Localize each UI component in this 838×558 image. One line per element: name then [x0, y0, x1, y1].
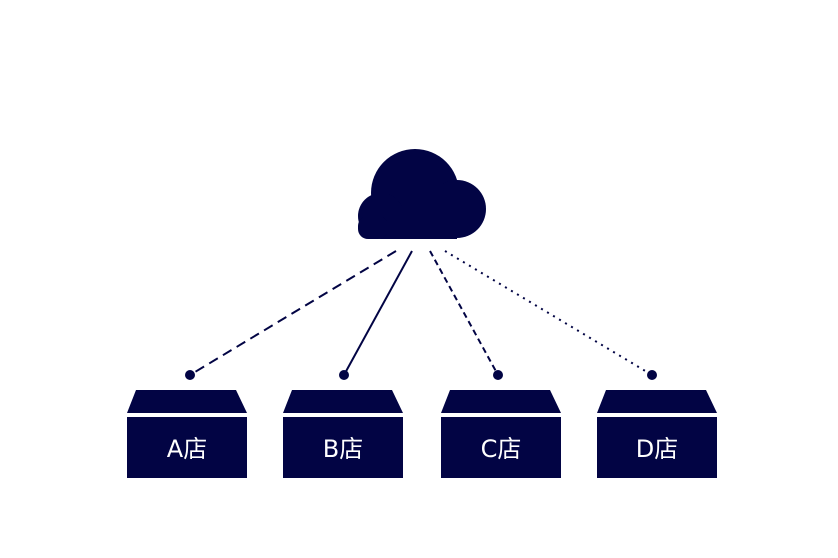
store-roof-icon [283, 390, 403, 413]
endpoint-dot-b [339, 370, 349, 380]
store-label: D店 [636, 435, 678, 463]
store-d: D店 [597, 390, 717, 478]
store-body [127, 417, 247, 478]
cloud-icon [358, 149, 486, 239]
store-c: C店 [441, 390, 561, 478]
endpoint-dot-c [493, 370, 503, 380]
store-label: A店 [167, 435, 207, 463]
store-label: C店 [481, 435, 522, 463]
store-body [283, 417, 403, 478]
store-body [441, 417, 561, 478]
connector-d [444, 250, 653, 376]
store-roof-icon [127, 390, 247, 413]
endpoint-dot-a [185, 370, 195, 380]
connector-c [429, 250, 499, 376]
store-label: B店 [323, 435, 363, 463]
store-body [597, 417, 717, 478]
endpoint-dot-d [647, 370, 657, 380]
store-roof-icon [597, 390, 717, 413]
store-b: B店 [283, 390, 403, 478]
store-roof-icon [441, 390, 561, 413]
connector-b [343, 250, 413, 376]
store-a: A店 [127, 390, 247, 478]
connector-a [189, 250, 397, 376]
